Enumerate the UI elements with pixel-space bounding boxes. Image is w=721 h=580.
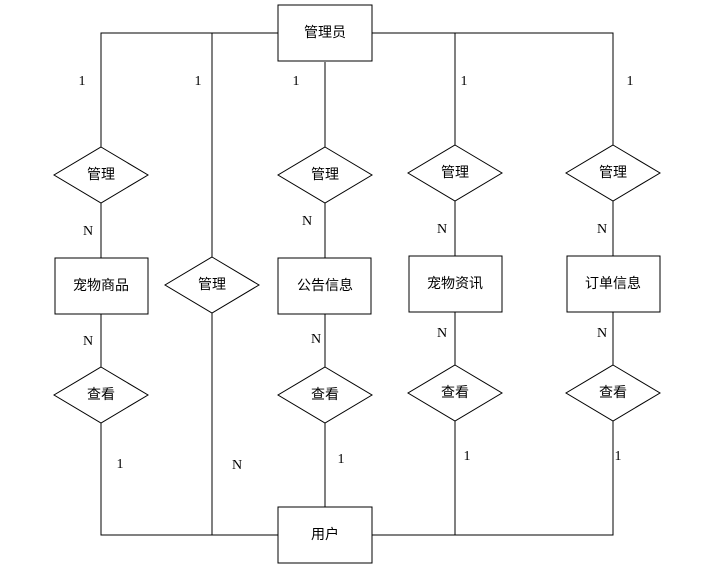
card-manage-goods-n: N [83,224,93,239]
relation-view-order: 查看 [565,364,661,422]
relation-manage-order-label: 管理 [599,165,627,181]
line-manage-user [211,313,278,536]
card-admin-order: 1 [627,74,634,89]
connector-lines [100,32,614,536]
card-goods-view-n: N [83,334,93,349]
entity-admin-label: 管理员 [304,25,346,41]
line-view-order-user [372,421,614,536]
relation-manage-goods: 管理 [53,146,149,204]
card-manage-order-n: N [597,222,607,237]
card-admin-notice: 1 [293,74,300,89]
relation-view-goods-label: 查看 [87,387,115,403]
relation-manage-goods-label: 管理 [87,167,115,183]
card-user-goods: 1 [117,457,124,472]
line-view-goods-user [100,423,278,536]
relation-manage-notice-label: 管理 [311,167,339,183]
card-manage-notice-n: N [302,214,312,229]
entity-pet-news: 宠物资讯 [408,255,503,313]
card-admin-news: 1 [461,74,468,89]
relation-view-goods: 查看 [53,366,149,424]
line-admin-order [372,32,614,145]
entity-pet-news-label: 宠物资讯 [427,276,483,292]
card-admin-goods: 1 [79,74,86,89]
entity-notice: 公告信息 [277,257,372,315]
entity-user-label: 用户 [311,526,339,543]
entity-pet-goods: 宠物商品 [54,257,149,315]
entity-notice-label: 公告信息 [297,277,353,294]
cardinality-labels: 1 1 1 1 1 N N N N N N N N 1 N 1 1 1 [79,74,634,473]
card-user-manage: N [232,458,242,473]
relation-view-news-label: 查看 [441,385,469,401]
relation-manage-news-label: 管理 [441,165,469,181]
line-admin-news [372,32,456,145]
card-user-order: 1 [615,449,622,464]
card-news-view-n: N [437,326,447,341]
card-user-notice: 1 [338,452,345,467]
card-user-news: 1 [464,449,471,464]
relation-manage-user-label: 管理 [198,277,226,293]
relation-manage-news: 管理 [407,144,503,202]
relation-manage-user: 管理 [164,256,260,314]
card-admin-user: 1 [195,74,202,89]
line-admin-goods [100,32,278,147]
card-notice-view-n: N [311,332,321,347]
entity-order-label: 订单信息 [585,275,641,292]
relation-manage-order: 管理 [565,144,661,202]
line-view-news-user [372,421,456,536]
entity-order: 订单信息 [566,255,661,313]
relation-view-order-label: 查看 [599,385,627,401]
card-manage-news-n: N [437,222,447,237]
card-order-view-n: N [597,326,607,341]
relation-manage-notice: 管理 [277,146,373,204]
relation-view-news: 查看 [407,364,503,422]
entity-pet-goods-label: 宠物商品 [73,278,129,294]
relation-view-notice: 查看 [277,366,373,424]
relation-view-notice-label: 查看 [311,387,339,403]
entity-admin: 管理员 [277,4,373,62]
entity-user: 用户 [277,506,373,564]
line-admin-user-manage [211,32,278,257]
